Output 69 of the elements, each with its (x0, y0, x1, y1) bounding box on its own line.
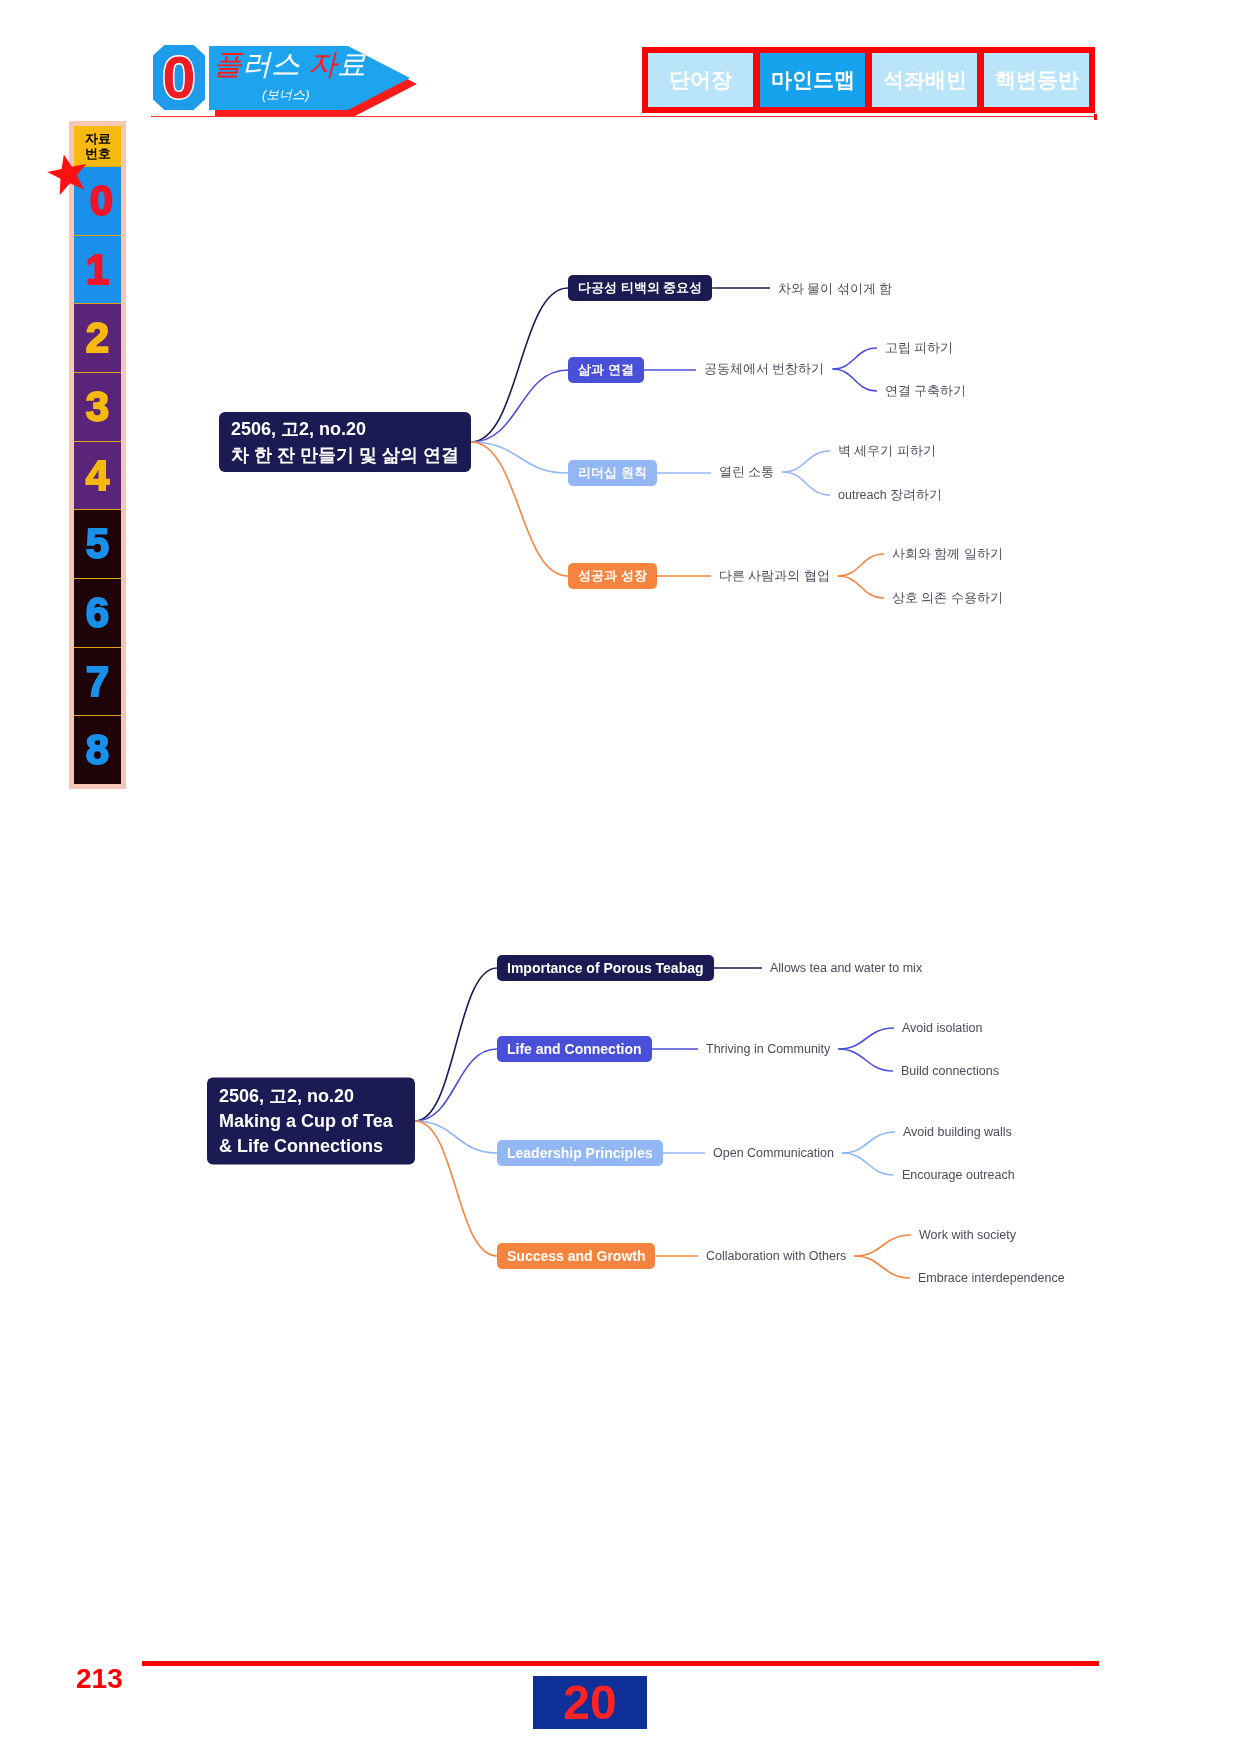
branch-line (414, 1120, 498, 1257)
detail-text: 상호 의존 수용하기 (884, 589, 1011, 607)
detail-text: Build connections (893, 1062, 1007, 1080)
topic-title: Making a Cup of Tea & Life Connections (219, 1109, 394, 1158)
detail-text: Avoid building walls (895, 1123, 1020, 1141)
branch-line (712, 967, 763, 969)
tab: 핵변동반 (984, 53, 1089, 107)
source-reference: 2506, 고2, no.20 (231, 418, 368, 441)
branch-line (841, 1152, 895, 1176)
branch-line (650, 1048, 699, 1050)
material-number: 8 (85, 729, 110, 772)
detail-text: outreach 장려하기 (830, 486, 951, 504)
tab: 마인드맵 (760, 53, 865, 107)
branch-line (470, 441, 569, 577)
main-topic: Leadership Principles (497, 1140, 663, 1166)
subtopic-text: 열린 소통 (711, 463, 783, 481)
subtopic-text: 공동체에서 번창하기 (696, 360, 833, 378)
central-topic (207, 1077, 415, 1165)
banner-subtitle: (보너스) (262, 88, 310, 101)
main-topic: Importance of Porous Teabag (497, 955, 714, 981)
topic-title: 차 한 잔 만들기 및 삶의 연결 (231, 444, 459, 467)
branch-line (837, 575, 885, 599)
main-topic: 다공성 티백의 중요성 (568, 275, 713, 301)
branch-line (853, 1255, 911, 1279)
material-number: 1 (85, 248, 110, 291)
subtopic-text: Thriving in Community (698, 1040, 839, 1058)
branch-line (711, 287, 771, 289)
source-reference: 2506, 고2, no.20 (219, 1084, 356, 1108)
subtopic-text: Open Communication (705, 1144, 842, 1162)
main-topic: 리더십 원칙 (568, 460, 657, 486)
central-topic (219, 412, 471, 472)
subtopic-text: 차와 물이 섞이게 함 (770, 280, 901, 298)
main-topic: Life and Connection (497, 1036, 652, 1062)
chapter-number-tile: 20 (533, 1676, 647, 1729)
subtopic-text: Allows tea and water to mix (762, 959, 931, 977)
branch-line (655, 472, 712, 474)
detail-text: Encourage outreach (894, 1166, 1023, 1184)
detail-text: Avoid isolation (894, 1019, 991, 1037)
material-number: 2 (85, 317, 110, 360)
detail-text: 벽 세우기 피하기 (830, 442, 944, 460)
main-topic: 삶과 연결 (568, 357, 644, 383)
branch-line (655, 575, 712, 577)
banner-title: 플러스 자료 (213, 50, 367, 79)
main-topic: Success and Growth (497, 1243, 656, 1269)
detail-text: 연결 구축하기 (877, 382, 975, 400)
branch-line (781, 471, 831, 496)
detail-text: 고립 피하기 (877, 339, 962, 357)
main-topic: 성공과 성장 (568, 563, 657, 589)
material-number: 4 (85, 454, 110, 497)
material-number: 3 (85, 385, 110, 428)
material-number: 7 (85, 660, 110, 703)
tab: 단어장 (648, 53, 753, 107)
branch-line (654, 1255, 699, 1257)
sidebar-header: 자료 번호 (74, 126, 121, 166)
page-number: 213 (76, 1665, 123, 1693)
material-number: 0 (89, 179, 114, 222)
number-badge: 0 (153, 45, 205, 110)
branch-line (661, 1152, 706, 1154)
material-number: 5 (85, 523, 110, 566)
tab: 석좌배빈 (872, 53, 977, 107)
branch-line (837, 1048, 894, 1072)
subtopic-text: Collaboration with Others (698, 1247, 855, 1265)
subtopic-text: 다른 사람과의 협업 (711, 567, 838, 585)
detail-text: 사회와 함께 일하기 (884, 545, 1011, 563)
material-number: 6 (85, 591, 110, 634)
branch-line (642, 369, 697, 371)
detail-text: Work with society (911, 1226, 1024, 1244)
branch-line (831, 368, 878, 392)
detail-text: Embrace interdependence (910, 1269, 1073, 1287)
